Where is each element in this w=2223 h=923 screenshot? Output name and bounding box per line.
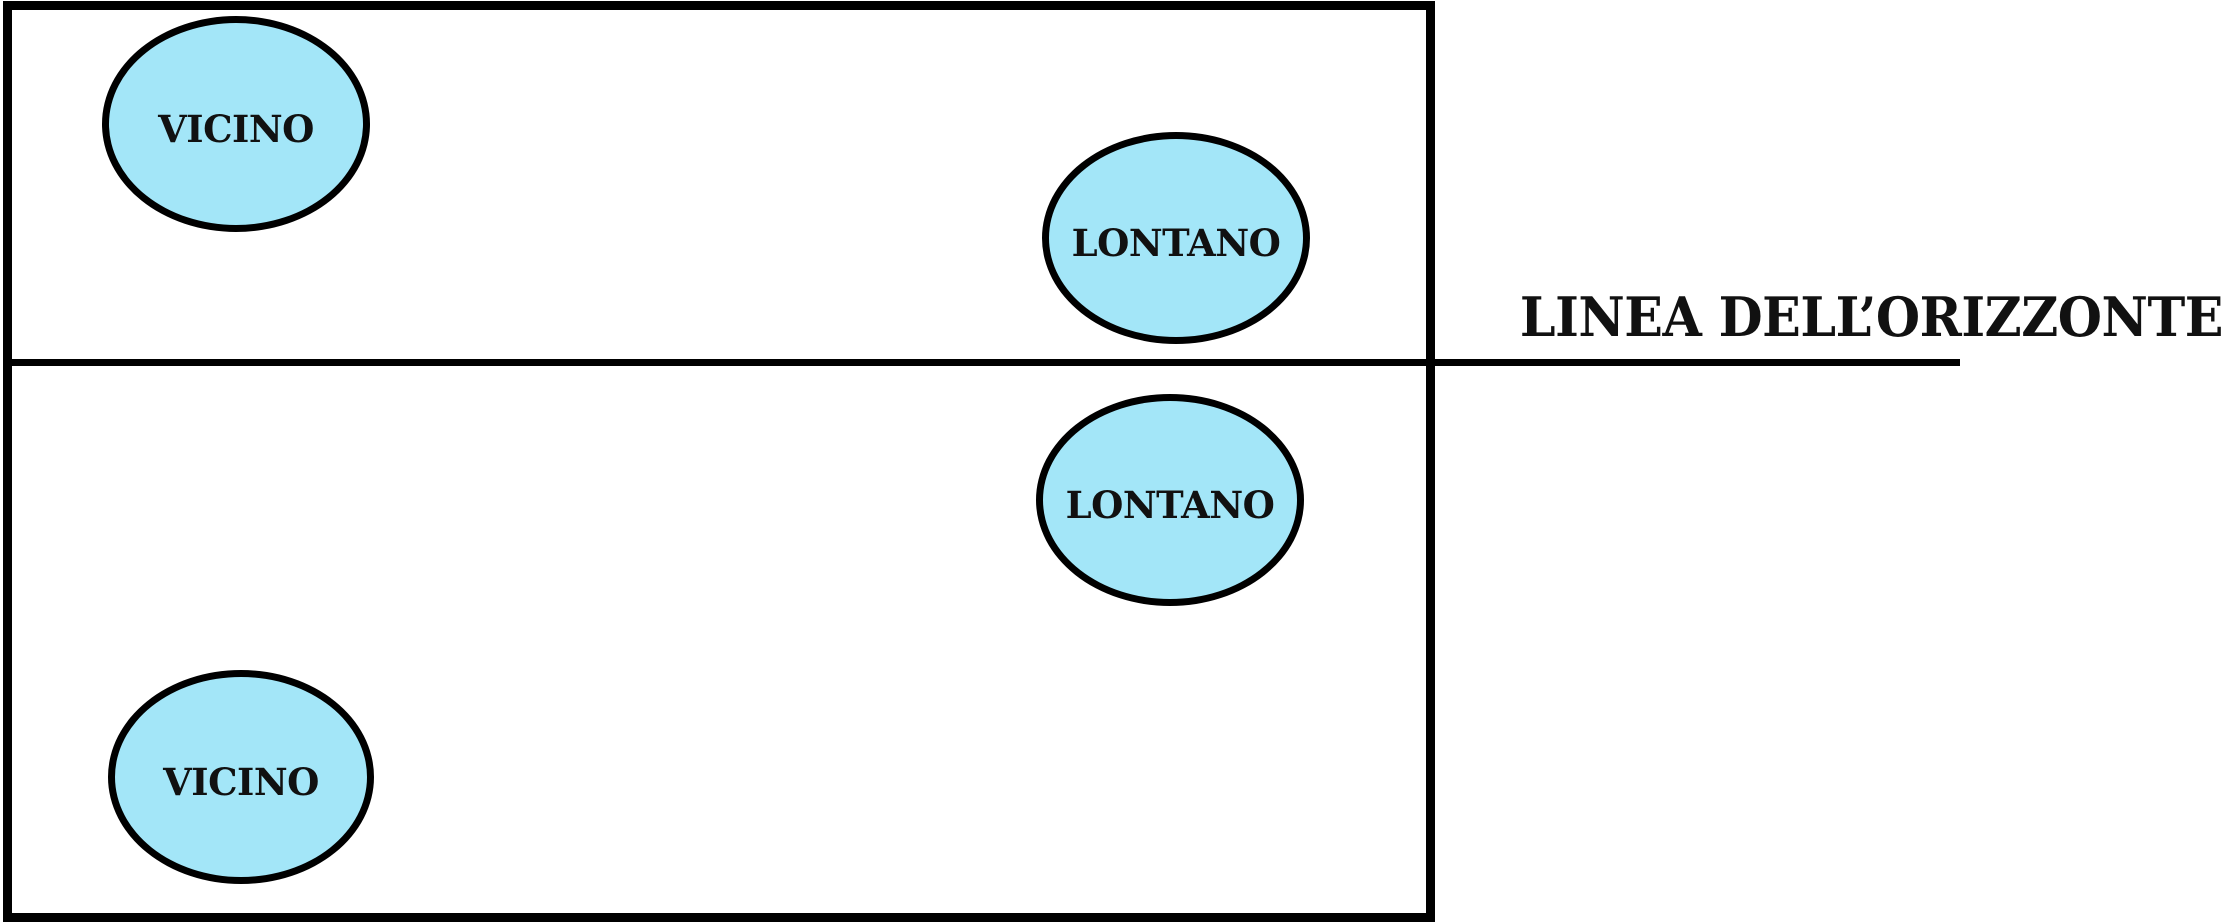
ellipse-label: VICINO bbox=[163, 760, 319, 804]
picture-frame-rectangle bbox=[3, 1, 1435, 922]
horizon-line bbox=[3, 359, 1960, 366]
ellipse-lontano-below-horizon: LONTANO bbox=[1036, 394, 1304, 606]
horizon-line-label: LINEA DELL’ORIZZONTE bbox=[1519, 285, 2223, 349]
ellipse-lontano-above-horizon: LONTANO bbox=[1042, 132, 1310, 344]
ellipse-label: LONTANO bbox=[1071, 221, 1281, 265]
ellipse-label: LONTANO bbox=[1065, 483, 1275, 527]
ellipse-vicino-below-horizon: VICINO bbox=[108, 670, 374, 884]
ellipse-label: VICINO bbox=[158, 107, 314, 151]
ellipse-vicino-above-horizon: VICINO bbox=[102, 16, 370, 232]
